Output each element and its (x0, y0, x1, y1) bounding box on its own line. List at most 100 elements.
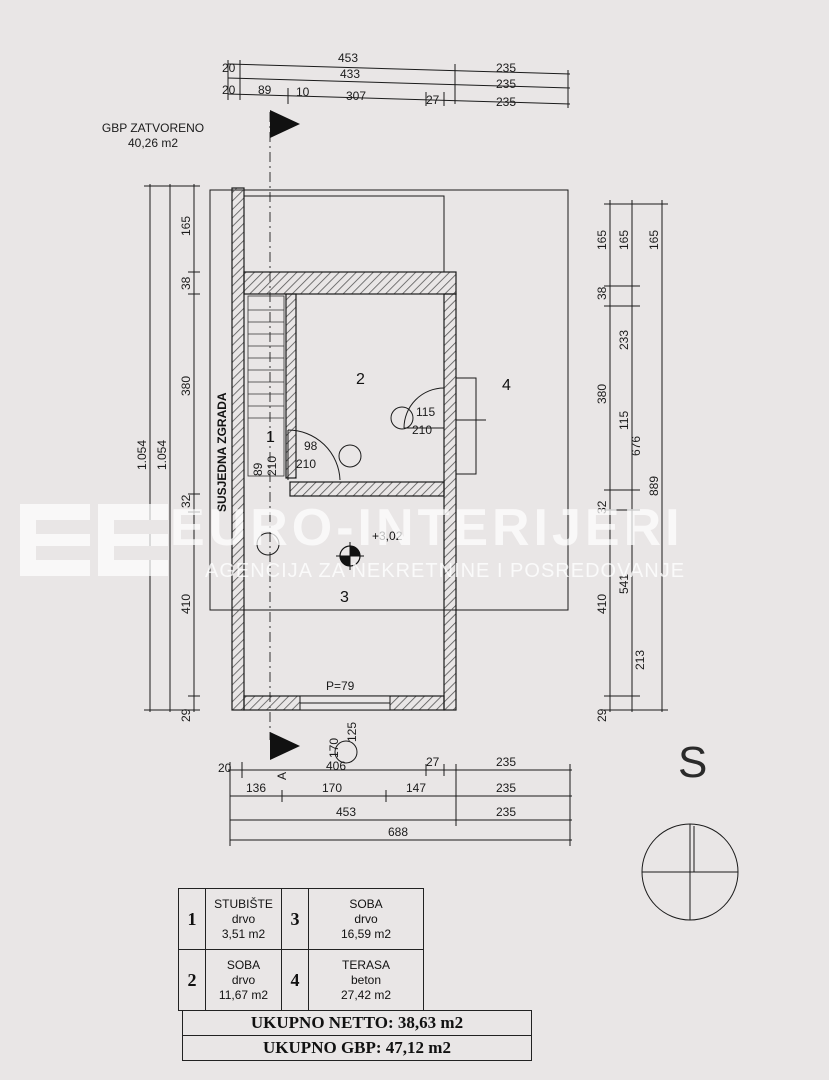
top-dim-row3-e: 27 (426, 93, 440, 107)
left-dim-inner: 1.054 (155, 440, 169, 470)
legend-room-cell: SOBA drvo 11,67 m2 (205, 949, 282, 1011)
left-dim-seg-32: 32 (179, 494, 193, 508)
bottom-dimension-lines (228, 762, 572, 846)
legend-room-material: drvo (231, 911, 256, 926)
door1-width: 98 (304, 439, 318, 453)
window-label: P=79 (326, 679, 355, 693)
hatched-walls (231, 187, 457, 711)
stair (247, 295, 285, 477)
legend-row: 2 SOBA drvo 11,67 m2 4 TERASA beton 27,4… (178, 949, 424, 1011)
bottom-dim-row4-a: 688 (388, 825, 408, 839)
room-1-number: 1 (266, 429, 275, 446)
legend-room-number: 3 (281, 888, 309, 950)
right-dim-410: 410 (595, 594, 609, 614)
legend-room-area: 3,51 m2 (221, 926, 266, 941)
right-dim-541: 541 (617, 574, 631, 594)
bottom-dim-row3-b: 235 (496, 805, 516, 819)
room-3-number: 3 (340, 589, 349, 606)
left-dimension-lines (144, 184, 200, 712)
legend-room-name: SOBA (349, 896, 383, 911)
bottom-dim-row1-d: 235 (496, 755, 516, 769)
left-dim-seg-380: 380 (179, 376, 193, 396)
bottom-dim-row2-b: 170 (322, 781, 342, 795)
top-dim-row2-b: 235 (496, 77, 516, 91)
right-dim-165: 165 (595, 230, 609, 250)
top-dimension-lines (227, 60, 571, 108)
room-4-number: 4 (502, 377, 511, 394)
left-dim-seg-165: 165 (179, 216, 193, 236)
legend-room-material: drvo (231, 972, 256, 987)
right-dim-380: 380 (595, 384, 609, 404)
bottom-dim-row2-d: 235 (496, 781, 516, 795)
gbp-closed-title: GBP ZATVORENO (101, 121, 205, 135)
left-dim-outer: 1.054 (135, 440, 149, 470)
area-totals: UKUPNO NETTO: 38,63 m2 UKUPNO GBP: 47,12… (182, 1010, 532, 1061)
bottom-dim-row1-c: 27 (426, 755, 440, 769)
elevation-label: +3,02 (372, 529, 403, 543)
legend-room-name: STUBIŠTE (214, 896, 273, 911)
legend-room-cell: STUBIŠTE drvo 3,51 m2 (205, 888, 282, 950)
gbp-closed-area: 40,26 m2 (127, 136, 179, 150)
elevation-marker (336, 542, 364, 570)
top-dim-row3-d: 307 (346, 89, 366, 103)
compass (641, 823, 739, 921)
legend-room-area: 16,59 m2 (340, 926, 392, 941)
right-col3-165: 165 (647, 230, 661, 250)
right-dimension-lines (604, 200, 668, 712)
legend-room-number: 1 (178, 888, 206, 950)
north-label: S (678, 738, 708, 787)
left-dim-seg-410: 410 (179, 594, 193, 614)
top-dim-row3-c: 10 (296, 85, 310, 99)
top-dim-row1-c: 235 (496, 61, 516, 75)
top-dim-row2-a: 433 (340, 67, 360, 81)
door1-height: 210 (296, 457, 316, 471)
door1-side-a: 89 (251, 462, 265, 476)
right-dim-115: 115 (617, 411, 631, 430)
total-netto: UKUPNO NETTO: 38,63 m2 (250, 1013, 464, 1032)
top-dim-row3-b: 89 (258, 83, 272, 97)
top-dim-row3-f: 235 (496, 95, 516, 109)
window-dim-b: 125 (345, 722, 359, 742)
legend-room-name: TERASA (341, 957, 390, 972)
legend-room-cell: TERASA beton 27,42 m2 (308, 949, 424, 1011)
left-dim-seg-38: 38 (179, 276, 193, 290)
door-swings (256, 387, 445, 764)
window-dim-a: 170 (327, 738, 341, 758)
right-col2-676: 676 (629, 436, 643, 456)
door1-side-b: 210 (265, 456, 279, 476)
legend-row: 1 STUBIŠTE drvo 3,51 m2 3 SOBA drvo 16,5… (178, 888, 424, 950)
top-dim-row3-a: 20 (222, 83, 236, 97)
legend-room-material: beton (350, 972, 382, 987)
bottom-dim-row2-a: 136 (246, 781, 266, 795)
top-dim-row1-b: 453 (338, 51, 358, 65)
legend-room-name: SOBA (226, 957, 261, 972)
left-dim-seg-29: 29 (179, 708, 193, 722)
right-col2-165: 165 (617, 230, 631, 250)
bottom-dim-row1-b: 406 (326, 759, 346, 773)
right-dim-233: 233 (617, 330, 631, 350)
building-outline (209, 189, 569, 611)
legend-room-area: 27,42 m2 (340, 987, 392, 1002)
legend-room-cell: SOBA drvo 16,59 m2 (308, 888, 424, 950)
right-col3-889: 889 (647, 476, 661, 496)
door2-height: 210 (412, 423, 432, 437)
bottom-dim-row1-a: 20 (218, 761, 232, 775)
room-2-number: 2 (356, 371, 365, 388)
section-arrows (269, 110, 300, 760)
section-marker-label: A (275, 772, 289, 780)
right-col2-213: 213 (633, 650, 647, 670)
legend-room-number: 2 (178, 949, 206, 1011)
bottom-dim-row2-c: 147 (406, 781, 426, 795)
bottom-dim-row3-a: 453 (336, 805, 356, 819)
right-dim-29: 29 (595, 708, 609, 722)
legend-room-area: 11,67 m2 (218, 987, 269, 1002)
right-dim-32: 32 (595, 500, 609, 514)
total-gbp: UKUPNO GBP: 47,12 m2 (183, 1035, 531, 1060)
legend-room-material: drvo (354, 911, 378, 926)
neighbour-building-label: SUSJEDNA ZGRADA (215, 392, 229, 512)
room-legend-table: 1 STUBIŠTE drvo 3,51 m2 3 SOBA drvo 16,5… (178, 888, 424, 1011)
gbp-closed-label: GBP ZATVORENO 40,26 m2 (88, 121, 218, 151)
door2-width: 115 (416, 405, 435, 419)
right-dim-38: 38 (595, 286, 609, 300)
